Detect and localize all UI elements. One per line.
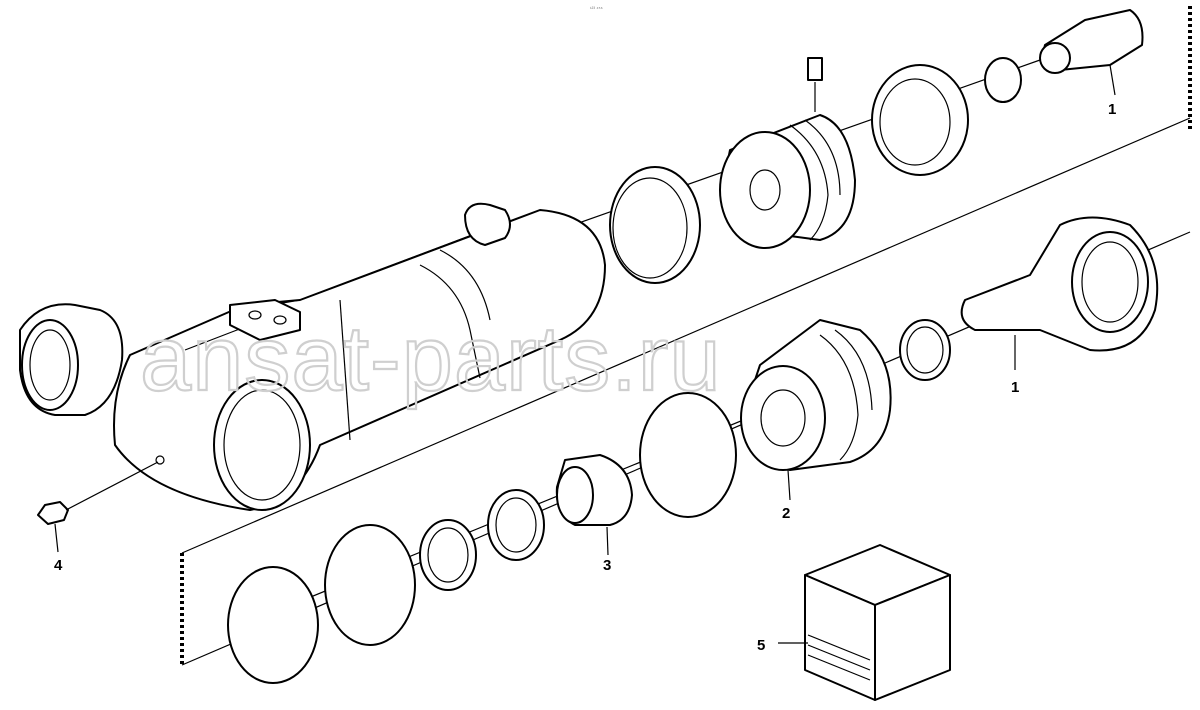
- piston-rod: [960, 216, 1159, 370]
- seal-kit-box: [778, 544, 951, 701]
- piston: [719, 57, 856, 249]
- left-bushing: [19, 303, 124, 416]
- o-ring-top: [984, 57, 1022, 103]
- cylinder-head: [740, 319, 892, 501]
- grease-nipple: [37, 461, 159, 553]
- callout-3: 3: [603, 557, 611, 574]
- o-ring-large: [639, 392, 737, 518]
- o-ring-lower-1: [324, 524, 416, 646]
- cylinder-barrel: [113, 202, 606, 511]
- guide-ring-upper: [609, 166, 701, 284]
- frame-top-line: [181, 117, 1191, 554]
- wiper-ring: [899, 319, 951, 381]
- callout-2: 2: [782, 505, 790, 522]
- rod-nut: [1039, 9, 1144, 96]
- callout-1-rod: 1: [1011, 379, 1019, 396]
- seal-ring-2: [419, 519, 477, 591]
- callout-1-top: 1: [1108, 101, 1116, 118]
- callout-4: 4: [54, 557, 63, 574]
- rod-bushing: [555, 454, 633, 556]
- header-mark: ¹²³ ⁴⁵⁶: [590, 6, 603, 12]
- o-ring-lower-2: [227, 566, 319, 684]
- seal-ring-1: [487, 489, 545, 561]
- callout-5: 5: [757, 637, 765, 654]
- piston-seal: [871, 64, 969, 176]
- watermark: ansat-parts.ru: [140, 308, 722, 410]
